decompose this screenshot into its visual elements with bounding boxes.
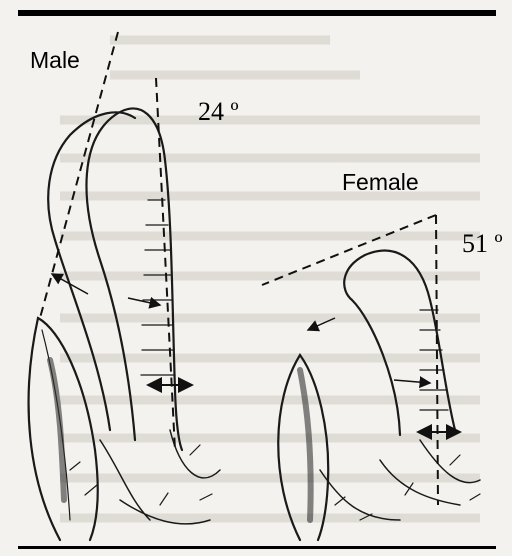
male-angle-arrow-right [128,298,160,305]
female-label: Female [342,169,419,195]
male-angle-label: 24 º [198,97,239,126]
female-angle-label: 51 º [462,229,503,258]
bottom-rule [18,546,496,549]
female-angle-arrow-right [394,380,430,383]
female-ibex-head [278,251,480,540]
male-label: Male [30,47,80,73]
top-rule [18,10,496,16]
